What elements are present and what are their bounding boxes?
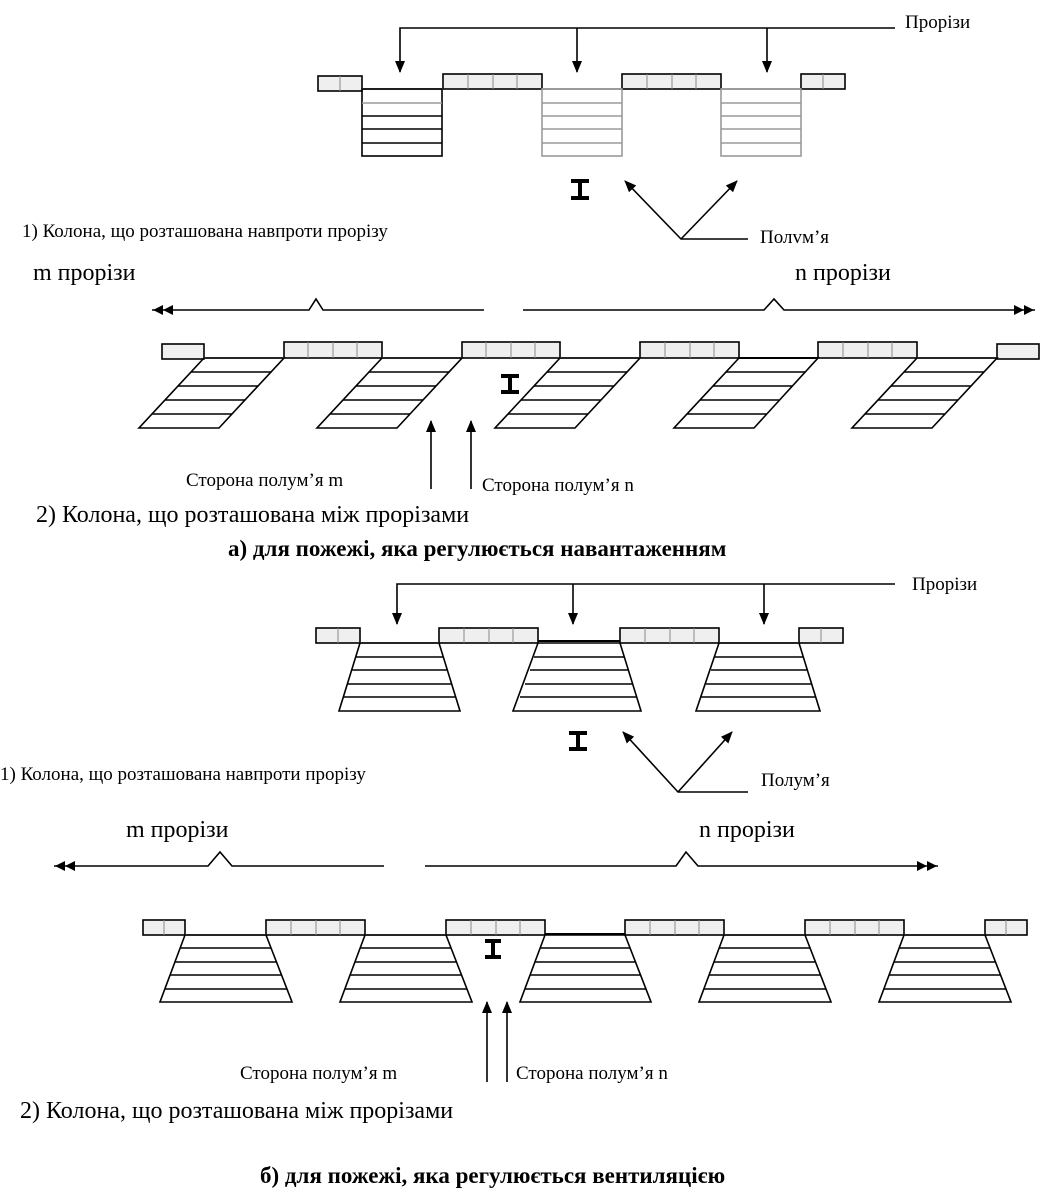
n-extent-arrow: [425, 850, 938, 871]
flame-trapezoid: [697, 934, 833, 1003]
flame-side-m-label: Сторона полум’я m: [186, 470, 343, 491]
openings-label: Прорізи: [905, 12, 970, 33]
n-extent-arrow: [523, 297, 1035, 315]
column-i-section: [569, 731, 587, 751]
n-openings-label: n прорізи: [699, 817, 795, 843]
m-extent-arrow: [54, 850, 384, 871]
flame-slanted: [137, 357, 286, 429]
flame-slanted: [315, 357, 464, 429]
flame-side-m-label: Сторона полум’я m: [240, 1063, 397, 1084]
flame-rect: [361, 88, 443, 157]
flame-label: Полум’я: [761, 770, 830, 791]
facade-wall: [161, 341, 1040, 360]
m-extent-arrow: [152, 297, 484, 315]
openings-leader-line: [395, 27, 895, 73]
panel-b-caption: б) для пожежі, яка регулюється вентиляці…: [260, 1163, 725, 1188]
facade-wall: [317, 73, 846, 92]
flame-slanted: [493, 357, 642, 429]
column-between-label: 2) Колона, що розташована між прорізами: [36, 502, 469, 528]
panel-b: Прорізи: [0, 574, 1028, 1188]
facade-wall: [315, 627, 844, 644]
m-openings-label: m прорізи: [33, 260, 136, 286]
flame-side-n-label: Сторона полум’я n: [482, 475, 634, 496]
panel-b-between-view: m прорізи n прорізи: [20, 817, 1028, 1188]
flame-trapezoid: [518, 934, 653, 1003]
column-i-section: [501, 374, 519, 394]
flame-rect: [720, 88, 802, 157]
facade-wall: [142, 919, 1028, 936]
panel-a: Прорізи: [22, 12, 1040, 561]
flame-trapezoid: [694, 642, 822, 712]
panel-a-opposite-view: Прорізи: [22, 12, 970, 248]
flame-rect: [541, 88, 623, 157]
column-i-section: [485, 939, 501, 959]
flame-trapezoid: [338, 934, 474, 1003]
column-i-section: [571, 179, 589, 200]
flame-trapezoid: [511, 642, 643, 712]
flame-trapezoid: [158, 934, 294, 1003]
panel-a-between-view: m прорізи n прорізи: [33, 260, 1040, 561]
flame-slanted: [850, 357, 999, 429]
flame-side-n-label: Сторона полум’я n: [516, 1063, 668, 1084]
column-opposite-label: 1) Колона, що розташована навпроти прорі…: [0, 764, 366, 785]
openings-label: Прорізи: [912, 574, 977, 595]
column-opposite-label: 1) Колона, що розташована навпроти прорі…: [22, 221, 388, 242]
flame-slanted: [672, 357, 820, 429]
column-between-label: 2) Колона, що розташована між прорізами: [20, 1098, 453, 1124]
panel-a-caption: а) для пожежі, яка регулюється навантаже…: [228, 536, 726, 561]
panel-b-opposite-view: Прорізи: [0, 574, 977, 793]
flame-trapezoid: [337, 642, 462, 712]
openings-leader-line: [392, 583, 895, 625]
flame-label: Полvм’я: [760, 227, 829, 248]
flame-leader: [680, 180, 738, 240]
flame-leader: [677, 731, 733, 793]
flame-trapezoid: [877, 934, 1013, 1003]
n-openings-label: n прорізи: [795, 260, 891, 286]
m-openings-label: m прорізи: [126, 817, 229, 843]
